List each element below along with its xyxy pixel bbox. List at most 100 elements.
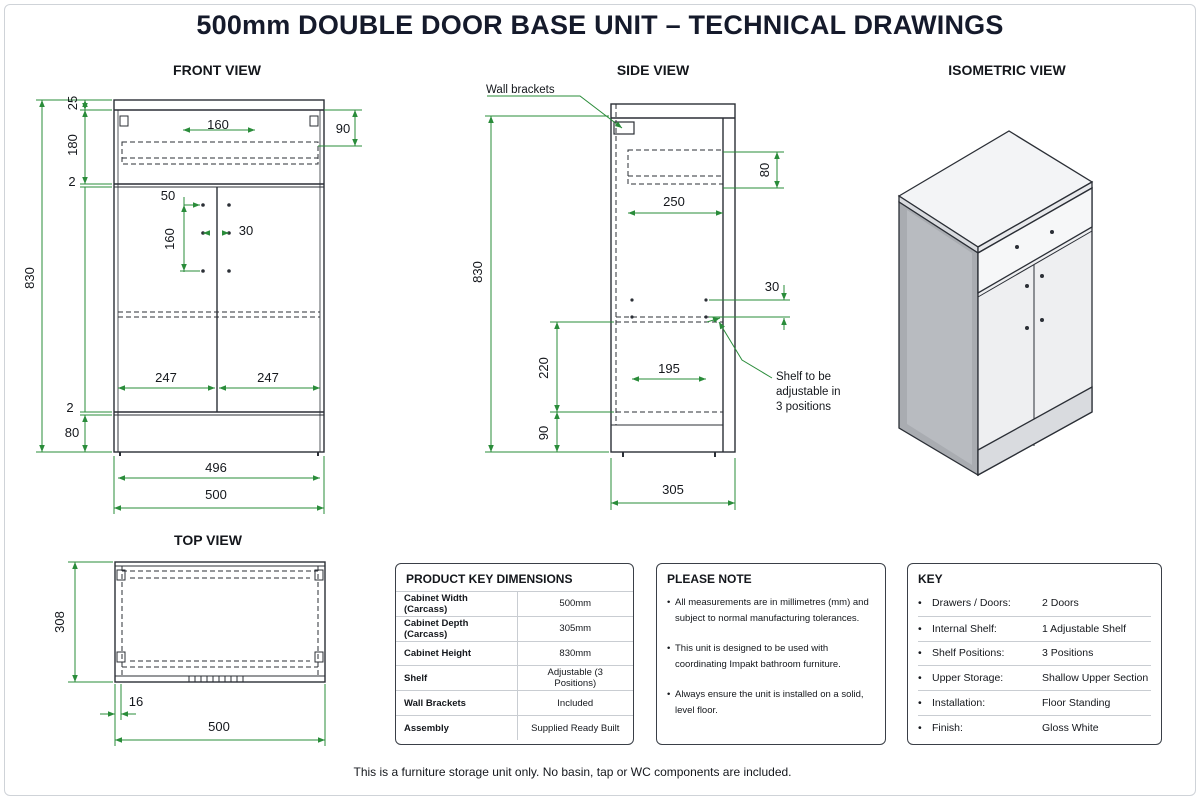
- side-dim-shelf-height: 220: [536, 357, 551, 379]
- front-dim-door-left: 247: [155, 370, 177, 385]
- top-view: [114, 561, 326, 683]
- list-item: This unit is designed to be used with co…: [667, 641, 875, 673]
- front-cabinet-outline: [113, 99, 325, 453]
- product-key-dimensions-heading: PRODUCT KEY DIMENSIONS: [406, 572, 573, 586]
- list-item: All measurements are in millimetres (mm)…: [667, 595, 875, 627]
- dimension-label: Assembly: [396, 714, 518, 741]
- iso-handle-holes: [1015, 230, 1054, 330]
- front-dim-handle-height: 160: [162, 228, 177, 250]
- key-row: •Drawers / Doors:2 Doors: [918, 597, 1079, 610]
- front-dim-gap-bottom: 2: [66, 400, 73, 415]
- top-dimension-lines: [68, 561, 326, 746]
- side-dim-depth: 305: [662, 482, 684, 497]
- key-row: •Installation:Floor Standing: [918, 690, 1151, 715]
- front-view-title: FRONT VIEW: [173, 62, 261, 78]
- side-view-title: SIDE VIEW: [616, 62, 690, 78]
- front-dim-handle-spacing: 30: [239, 223, 253, 238]
- front-handle-holes: [201, 203, 231, 273]
- please-note-heading: PLEASE NOTE: [667, 572, 752, 586]
- isometric-view-title: ISOMETRIC VIEW: [948, 62, 1066, 78]
- dimension-label: Wall Brackets: [396, 690, 518, 716]
- side-dim-shelf-depth: 195: [658, 361, 680, 376]
- side-view: [610, 103, 736, 457]
- front-dimension-labels: 25 180 2 830 2 80 160 90 50 160 30 247 2…: [22, 96, 350, 502]
- front-dim-top-board: 25: [65, 96, 80, 110]
- key-value: Gloss White: [1042, 721, 1099, 734]
- product-key-dimensions-table: Cabinet Width (Carcass)500mm Cabinet Dep…: [396, 591, 633, 741]
- shelf-note-line-3: 3 positions: [776, 401, 831, 413]
- key-value: 3 Positions: [1042, 647, 1094, 660]
- top-view-title: TOP VIEW: [174, 532, 242, 548]
- front-dim-door-right: 247: [257, 370, 279, 385]
- side-dim-shelf-offset: 30: [765, 279, 779, 294]
- front-dim-total-height: 830: [22, 267, 37, 289]
- wall-bracket: [613, 121, 635, 135]
- key-label: Installation:: [932, 697, 986, 710]
- side-dimension-labels: Wall brackets 830 80 250 30 220 195 90 3…: [470, 84, 841, 497]
- dimension-value: 500mm: [517, 591, 633, 617]
- key-label: Shelf Positions:: [932, 647, 1005, 660]
- please-note-panel: PLEASE NOTE All measurements are in mill…: [656, 563, 886, 745]
- dimension-value: Supplied Ready Built: [517, 714, 633, 741]
- wall-brackets-label: Wall brackets: [486, 84, 555, 96]
- top-cabinet-outline: [114, 561, 326, 683]
- key-row: •Finish:Gloss White: [918, 714, 1151, 740]
- top-dimension-labels: 308 16 500: [52, 611, 230, 734]
- key-value: 2 Doors: [1042, 597, 1079, 610]
- dimension-value: 305mm: [517, 615, 633, 642]
- table-row: Cabinet Width (Carcass)500mm: [396, 591, 633, 617]
- dimension-value: Included: [517, 690, 633, 716]
- side-dim-height: 830: [470, 261, 485, 283]
- shelf-note-line-2: adjustable in: [776, 386, 841, 398]
- front-view: [113, 99, 325, 456]
- top-dim-depth: 308: [52, 611, 67, 633]
- iso-drawer-front: [977, 186, 1093, 295]
- front-dim-upper-depth: 90: [336, 121, 350, 136]
- key-value: 1 Adjustable Shelf: [1042, 622, 1127, 635]
- key-label: Drawers / Doors:: [932, 597, 1011, 610]
- drawing-sheet-border: [4, 4, 1196, 796]
- front-dim-gap-top: 2: [68, 174, 75, 189]
- dimension-value: Adjustable (3 Positions): [517, 665, 633, 691]
- key-row: •Upper Storage:Shallow Upper Section: [918, 665, 1151, 690]
- dimension-label: Shelf: [396, 665, 518, 691]
- side-dim-inner-depth: 250: [663, 194, 685, 209]
- top-dim-width: 500: [208, 719, 230, 734]
- key-label: Upper Storage:: [932, 672, 1004, 685]
- product-key-dimensions-panel: PRODUCT KEY DIMENSIONS Cabinet Width (Ca…: [395, 563, 634, 745]
- dimension-value: 830mm: [517, 640, 633, 666]
- dimension-label: Cabinet Width (Carcass): [396, 591, 518, 617]
- key-value: Floor Standing: [1042, 697, 1111, 710]
- iso-plinth: [977, 385, 1093, 477]
- side-dim-plinth: 90: [536, 426, 551, 440]
- front-dim-handle-offset: 50: [161, 188, 175, 203]
- page-title: 500mm DOUBLE DOOR BASE UNIT – TECHNICAL …: [196, 10, 1004, 40]
- key-label: Internal Shelf:: [932, 622, 997, 635]
- front-dim-upper-section: 180: [65, 134, 80, 156]
- front-dim-carcass-inner: 496: [205, 460, 227, 475]
- top-dim-side-offset: 16: [129, 694, 143, 709]
- dimension-label: Cabinet Depth (Carcass): [396, 615, 518, 642]
- isometric-view: [897, 130, 1094, 477]
- key-label: Finish:: [932, 721, 963, 734]
- key-row: •Internal Shelf:1 Adjustable Shelf: [918, 615, 1151, 641]
- list-item: Always ensure the unit is installed on a…: [667, 687, 875, 719]
- key-row: •Shelf Positions:3 Positions: [918, 640, 1151, 666]
- key-value: Shallow Upper Section: [1042, 672, 1149, 685]
- side-dimension-lines: [485, 95, 790, 510]
- side-dim-upper-depth: 80: [757, 163, 772, 177]
- side-cabinet-outline: [610, 103, 736, 453]
- front-dim-plinth: 80: [65, 425, 79, 440]
- shelf-note-line-1: Shelf to be: [776, 371, 831, 383]
- front-dim-carcass-width: 500: [205, 487, 227, 502]
- dimension-label: Cabinet Height: [396, 640, 518, 666]
- key-panel: KEY •Drawers / Doors:2 Doors •Internal S…: [907, 563, 1162, 745]
- footer-disclaimer: This is a furniture storage unit only. N…: [353, 765, 792, 779]
- please-note-list: All measurements are in millimetres (mm)…: [657, 591, 885, 719]
- table-row: Cabinet Depth (Carcass)305mm: [396, 615, 633, 642]
